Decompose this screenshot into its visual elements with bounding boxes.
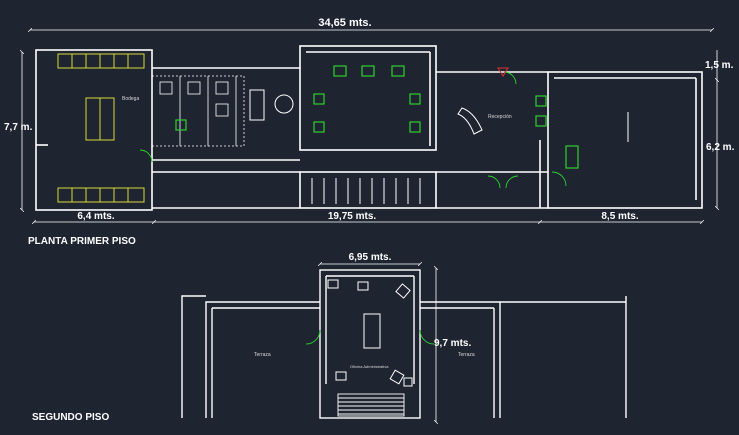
door-marker [497, 67, 509, 77]
office-chairs [175, 65, 579, 169]
second-floor-furniture [327, 279, 413, 387]
room-label-recepcion: Recepción [488, 114, 512, 120]
stairs-second-floor [337, 393, 405, 417]
bathrooms [151, 75, 245, 147]
dimension-total-width: 34,65 mts. [318, 17, 371, 29]
room-label-terraza-left: Terraza [254, 352, 271, 358]
title-first-floor: PLANTA PRIMER PISO [28, 236, 136, 247]
dimension-lines-first-floor [22, 30, 717, 222]
dimension-left-width: 6,4 mts. [77, 211, 114, 222]
dimension-lines-second-floor [320, 264, 436, 422]
dimension-right-top: 1,5 m. [705, 60, 734, 71]
doors-second-floor [305, 329, 435, 345]
dimension-middle-width: 19,75 mts. [328, 211, 377, 222]
room-label-bodega: Bodega [122, 96, 139, 102]
reception-desk [457, 107, 629, 142]
doors-first-floor [139, 71, 567, 189]
dining-table [249, 89, 294, 121]
bodega-furniture [57, 53, 145, 203]
first-floor-walls [35, 45, 703, 211]
second-floor-walls [181, 269, 627, 419]
stairs-first-floor [311, 178, 421, 204]
dimension-height-left: 7,7 m. [4, 122, 33, 133]
title-second-floor: SEGUNDO PISO [32, 412, 109, 423]
room-label-terraza-right: Terraza [458, 352, 475, 358]
dimension-second-width: 6,95 mts. [349, 252, 392, 263]
room-label-oficina: Oficina Administrativa [350, 364, 389, 369]
dimension-second-height: 9,7 mts. [434, 338, 471, 349]
dimension-right-width: 8,5 mts. [601, 211, 638, 222]
dimension-right-height: 6,2 m. [706, 142, 735, 153]
